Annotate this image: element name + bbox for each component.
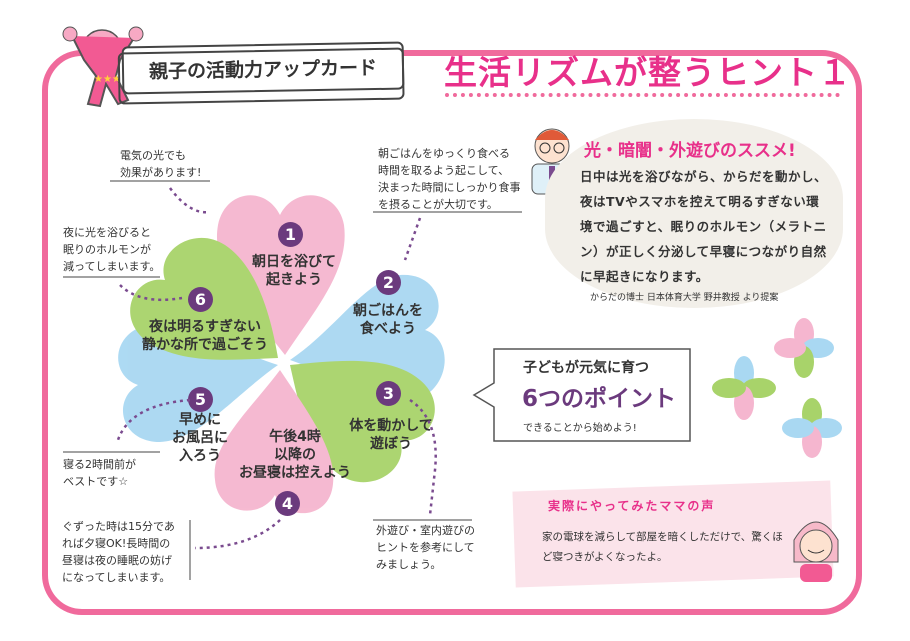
points-line-1: 子どもが元気に育つ: [523, 360, 649, 376]
note-4: ぐずった時は15分であ れば夕寝OK!長時間の 昼寝は夜の睡眠の妨げ になってし…: [62, 520, 175, 584]
clover-graphic: [118, 195, 445, 514]
page-frame: [42, 50, 862, 615]
note-1: 電気の光でも 効果があります!: [120, 149, 202, 179]
mom-illustration: [793, 521, 839, 582]
points-line-3: できることから始めよう!: [523, 423, 637, 434]
petal-1: [216, 195, 345, 355]
title-dotted-line: [445, 93, 840, 97]
voice-text: 家の電球を減らして部屋を暗くしただけで、驚くほど寝つきがよくなったよ。: [542, 531, 783, 563]
svg-text:★★★: ★★★: [94, 74, 121, 85]
petal-label-6: 夜は明るすぎない 静かな所で過ごそう: [142, 319, 268, 353]
tip-credit: からだの博士 日本体育大学 野井教授 より提案: [590, 293, 779, 303]
note-2: 朝ごはんをゆっくり食べる 時間を取るよう起こして、 決まった時間にしっかり食事 …: [378, 147, 521, 211]
petal-label-2: 朝ごはんを 食べよう: [353, 303, 423, 337]
petal-4: [214, 370, 334, 514]
tip-bubble: [545, 119, 843, 308]
points-arrow: [472, 348, 691, 442]
note-5: 寝る2時間前が ベストです☆: [63, 458, 136, 488]
petal-label-5: 早めに お風呂に 入ろう: [172, 412, 228, 464]
points-line-2: 6つのポイント: [522, 386, 677, 412]
decor-clovers: [712, 318, 842, 458]
note-6: 夜に光を浴びると 眠りのホルモンが 減ってしまいます。: [63, 226, 161, 273]
voice-title: 実際にやってみたママの声: [548, 499, 716, 513]
point-number-4: 4: [275, 491, 300, 516]
note-3: 外遊び・室内遊びの ヒントを参考にして みましょう。: [376, 524, 475, 571]
point-number-6: 6: [188, 287, 213, 312]
point-number-1: 1: [278, 222, 303, 247]
petal-label-3: 体を動かして 遊ぼう: [349, 418, 433, 452]
tip-title: 光・暗闇・外遊びのススメ!: [584, 141, 796, 161]
point-number-3: 3: [376, 381, 401, 406]
tip-text: 日中は光を浴びながら、からだを動かし、夜はTVやスマホを控えて明るすぎない環境で…: [580, 169, 828, 284]
main-title: 生活リズムが整うヒント１: [444, 53, 852, 92]
petal-label-1: 朝日を浴びて 起きよう: [252, 254, 336, 288]
petal-label-4: 午後4時 以降の お昼寝は控えよう: [239, 429, 351, 481]
point-number-5: 5: [188, 387, 213, 412]
point-number-2: 2: [376, 270, 401, 295]
